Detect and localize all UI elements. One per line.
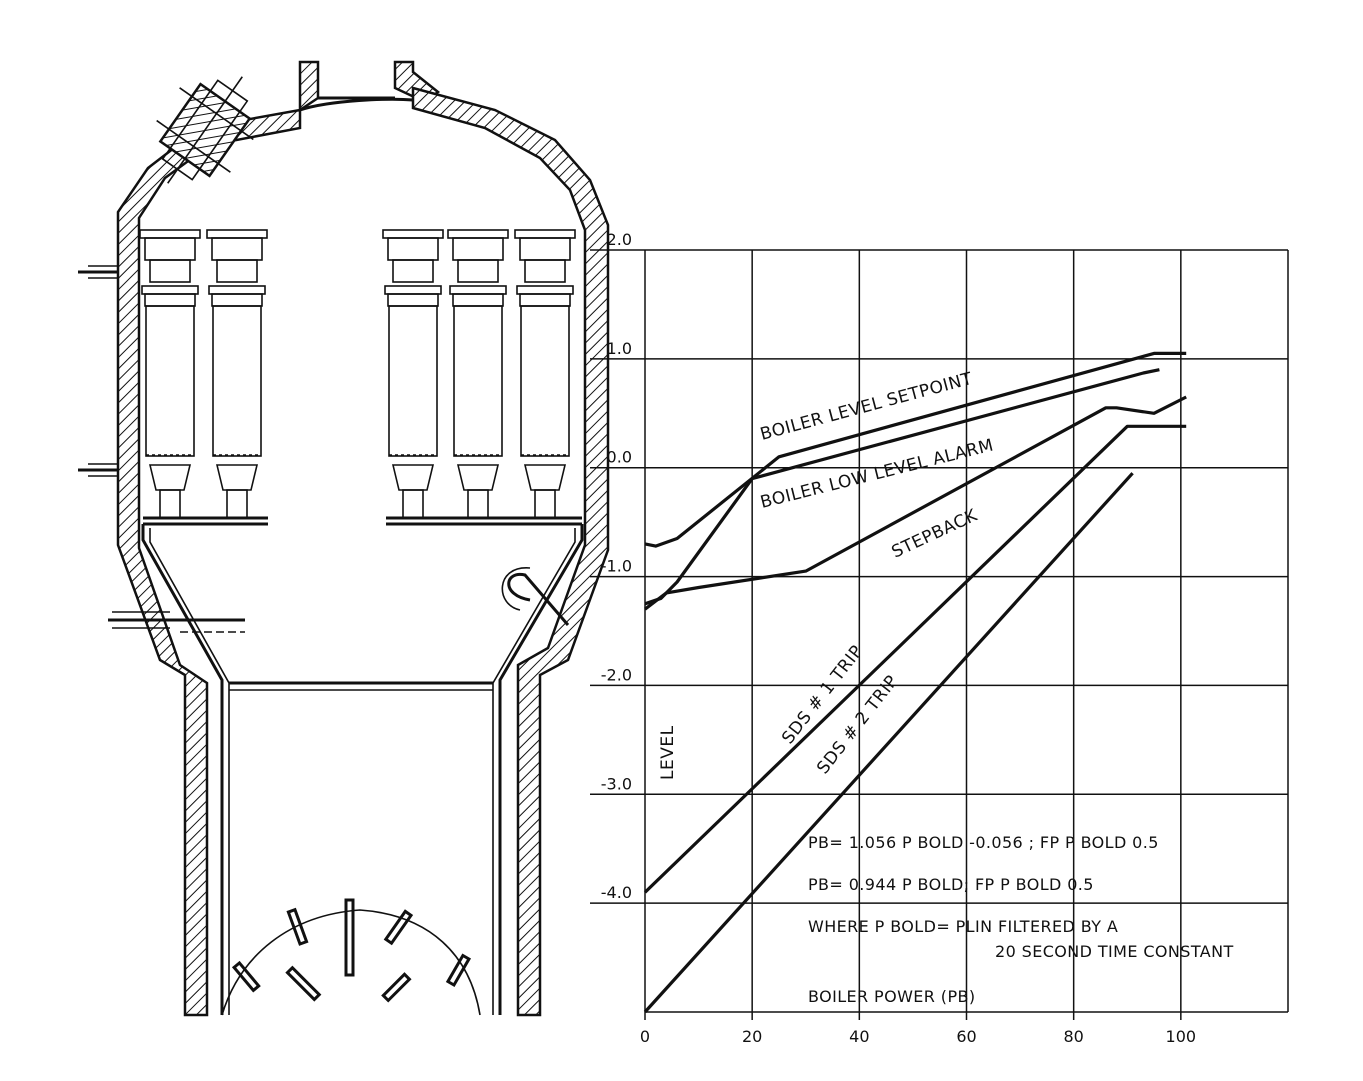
separator	[139, 229, 201, 519]
sample-nozzle-right	[501, 567, 570, 626]
shell-head	[299, 97, 414, 112]
chart-curves	[643, 351, 1187, 1014]
y-tick-label: -4.0	[601, 883, 632, 902]
x-tick-label: 0	[640, 1027, 650, 1046]
y-axis-label: LEVEL	[658, 725, 678, 780]
y-tick-label: -3.0	[601, 774, 632, 793]
equation-sds2: PB= 0.944 P BOLD; FP P BOLD 0.5	[808, 875, 1094, 894]
x-tick-label: 80	[1063, 1027, 1083, 1046]
series-line-3	[643, 424, 1187, 894]
series-line-4	[643, 472, 1134, 1014]
note-time-constant: 20 SECOND TIME CONSTANT	[995, 942, 1234, 961]
x-tick-label: 40	[849, 1027, 869, 1046]
boiler-vessel-drawing	[78, 60, 610, 1017]
series-label-low-level-alarm: BOILER LOW LEVEL ALARM	[758, 435, 995, 512]
chart-ticks: 2.0 1.0 0.0 -1.0 -2.0 -3.0 -4.0 0 20 40 60 80 100	[601, 230, 1196, 1046]
x-tick-label: 100	[1166, 1027, 1197, 1046]
x-tick-label: 20	[742, 1027, 762, 1046]
y-tick-label: 0.0	[607, 448, 632, 467]
shell-wall-right	[411, 86, 610, 1017]
separator	[206, 229, 268, 519]
boiler-level-chart: 2.0 1.0 0.0 -1.0 -2.0 -3.0 -4.0 0 20 40 60 80 100 BO…	[590, 230, 1289, 1046]
separator	[514, 229, 576, 519]
y-tick-label: -2.0	[601, 665, 632, 684]
series-line-2	[644, 395, 1187, 611]
separator-deck	[143, 516, 582, 526]
note-pbold-definition: WHERE P BOLD= PLIN FILTERED BY A	[808, 917, 1118, 936]
side-nozzle-middle	[78, 463, 118, 477]
shroud	[141, 524, 584, 1015]
inspection-nozzle	[156, 76, 254, 184]
y-tick-label: 2.0	[607, 230, 632, 249]
x-axis-label: BOILER POWER (PB)	[808, 987, 976, 1006]
chart-grid	[590, 249, 1289, 1020]
series-line-0	[644, 351, 1187, 548]
separator	[447, 229, 509, 519]
feedwater-nozzle	[108, 611, 245, 633]
equation-sds1: PB= 1.056 P BOLD -0.056 ; FP P BOLD 0.5	[808, 833, 1159, 852]
tube-bundle	[221, 898, 481, 1016]
separator	[382, 229, 444, 519]
steam-separators	[139, 229, 576, 519]
y-tick-label: 1.0	[607, 339, 632, 358]
side-nozzle-upper	[78, 265, 118, 279]
y-tick-label: -1.0	[601, 557, 632, 576]
x-tick-label: 60	[956, 1027, 976, 1046]
